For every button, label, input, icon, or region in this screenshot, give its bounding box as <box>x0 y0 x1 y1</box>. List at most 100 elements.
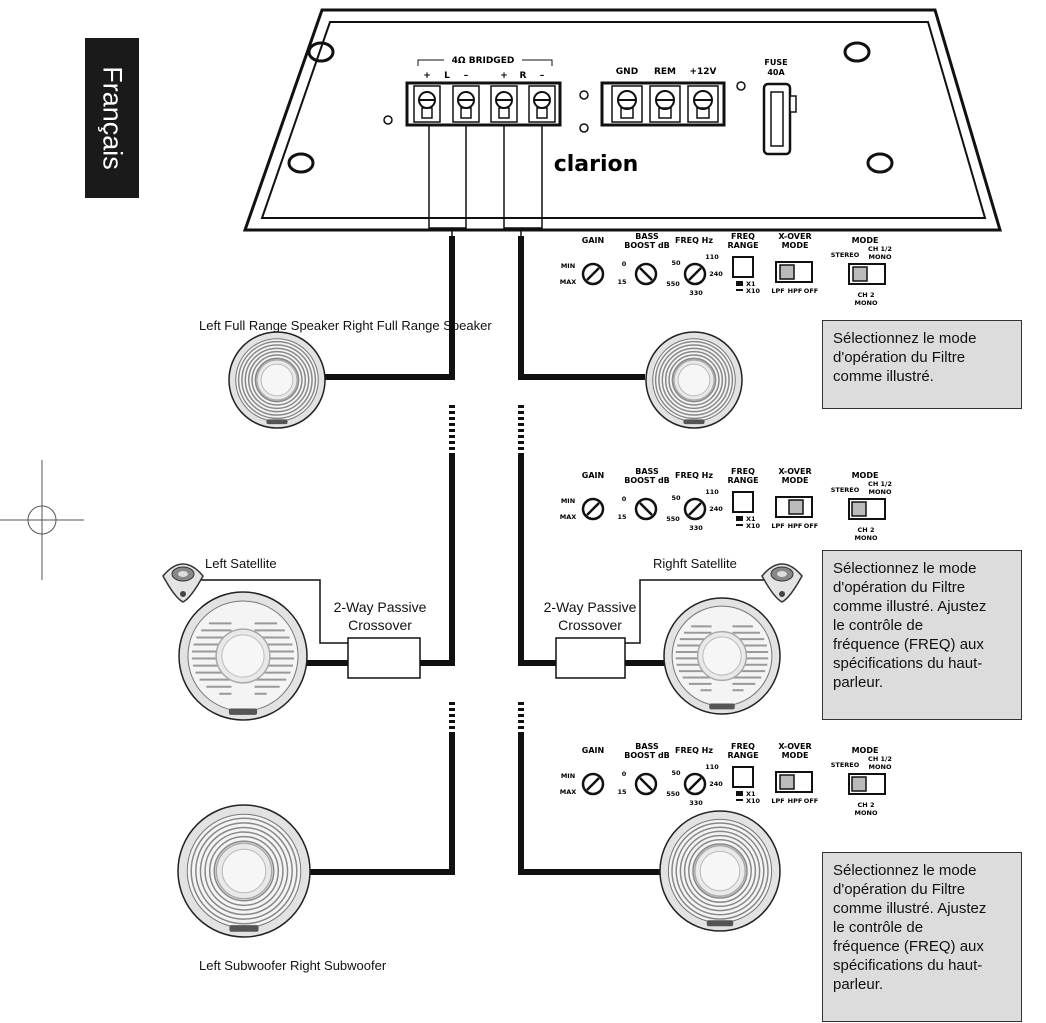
note-line: spécifications du haut- <box>833 655 983 672</box>
freq-240: 240 <box>709 270 723 278</box>
mode-ch2: CH 2 <box>858 801 875 809</box>
xover-mode-label: X-OVER <box>778 467 811 476</box>
gain-min: MIN <box>561 262 575 270</box>
bass-boost-label-2: BOOST dB <box>624 476 670 485</box>
note-line: d'opération du Filtre <box>833 579 966 596</box>
note-line: comme illustré. <box>833 368 934 385</box>
freq-110: 110 <box>705 763 719 771</box>
note-line: Sélectionnez le mode <box>833 560 977 577</box>
power-terminal-block <box>611 85 719 123</box>
mode-ch2-mono: MONO <box>855 534 878 542</box>
full-range-label: Left Full Range Speaker Right Full Range… <box>199 318 492 333</box>
terminal-screw-icon <box>413 85 441 123</box>
right-subwoofer-icon <box>659 810 781 932</box>
left-satellite-label: Left Satellite <box>205 556 277 571</box>
freq-range-label-2: RANGE <box>727 751 758 760</box>
gain-max: MAX <box>560 513 577 521</box>
gain-label: GAIN <box>582 471 604 480</box>
right-full-range-speaker-icon <box>645 331 743 429</box>
bass-0: 0 <box>622 260 627 268</box>
xover-mode-label-2: MODE <box>782 241 809 250</box>
gain-label: GAIN <box>582 746 604 755</box>
freq-50: 50 <box>671 259 681 267</box>
crossover-left-label: 2-Way Passive Crossover <box>325 598 435 634</box>
gain-min: MIN <box>561 497 575 505</box>
language-tab: Français <box>85 38 139 198</box>
range-x1: X1 <box>746 790 756 798</box>
xover-hpf: HPF <box>788 797 803 805</box>
mode-ch12-mono: MONO <box>869 488 892 496</box>
mode-ch12-mono: MONO <box>869 253 892 261</box>
bass-boost-label-2: BOOST dB <box>624 751 670 760</box>
range-x10: X10 <box>746 797 761 805</box>
fuse-label: FUSE <box>764 58 787 67</box>
terminal-screw-icon <box>452 85 480 123</box>
bass-15: 15 <box>617 788 627 796</box>
gain-max: MAX <box>560 278 577 286</box>
range-x10: X10 <box>746 287 761 295</box>
mode-label: MODE <box>852 746 879 755</box>
gain-label: GAIN <box>582 236 604 245</box>
freq-110: 110 <box>705 253 719 261</box>
xover-mode-label-2: MODE <box>782 476 809 485</box>
left-full-range-speaker-icon <box>228 331 326 429</box>
note-line: le contrôle de <box>833 919 924 936</box>
freq-240: 240 <box>709 505 723 513</box>
terminal-l-label: L <box>444 71 450 81</box>
mode-label: MODE <box>852 236 879 245</box>
freq-550: 550 <box>666 280 680 288</box>
bass-0: 0 <box>622 495 627 503</box>
subwoofer-label: Left Subwoofer Right Subwoofer <box>199 958 387 973</box>
crossover-right-line-1: 2-Way Passive <box>543 599 637 615</box>
range-x10: X10 <box>746 522 761 530</box>
speaker-cables <box>305 236 668 875</box>
fuse-icon <box>762 82 792 156</box>
note-line: le contrôle de <box>833 617 924 634</box>
terminal-screw-icon <box>611 85 643 123</box>
terminal-r-label: R <box>520 71 527 81</box>
xover-off: OFF <box>804 287 818 295</box>
mode-ch12: CH 1/2 <box>868 755 892 763</box>
left-satellite-woofer-icon <box>178 591 308 721</box>
freq-hz-label: FREQ Hz <box>675 236 713 245</box>
freq-hz-label: FREQ Hz <box>675 746 713 755</box>
terminal-rem: REM <box>654 67 676 77</box>
freq-330: 330 <box>689 799 703 807</box>
crossover-left-line-1: 2-Way Passive <box>333 599 427 615</box>
terminal-screw-icon <box>687 85 719 123</box>
note-line: comme illustré. Ajustez <box>833 598 987 615</box>
freq-range-label: FREQ <box>731 742 755 751</box>
mode-stereo: STEREO <box>831 251 860 259</box>
bass-0: 0 <box>622 770 627 778</box>
note-full-range: Sélectionnez le mode d'opération du Filt… <box>822 320 1022 409</box>
note-line: parleur. <box>833 976 884 993</box>
crossover-left-line-2: Crossover <box>348 617 412 633</box>
left-subwoofer-icon <box>177 804 311 938</box>
mode-ch2: CH 2 <box>858 526 875 534</box>
range-x1: X1 <box>746 515 756 523</box>
terminal-screw-icon <box>528 85 556 123</box>
terminal-r-plus: + <box>500 71 508 81</box>
cable-breaks <box>449 405 524 738</box>
range-x1: X1 <box>746 280 756 288</box>
mode-ch2: CH 2 <box>858 291 875 299</box>
crossover-right-line-2: Crossover <box>558 617 622 633</box>
amp-output-wires <box>428 125 543 236</box>
mode-ch12-mono: MONO <box>869 763 892 771</box>
satellite-wires <box>198 579 785 644</box>
fuse-rating: 40A <box>767 68 785 77</box>
xover-lpf: LPF <box>771 522 784 530</box>
freq-110: 110 <box>705 488 719 496</box>
terminal-screw-icon <box>649 85 681 123</box>
terminal-gnd: GND <box>616 67 638 77</box>
terminal-l-plus: + <box>423 71 431 81</box>
xover-off: OFF <box>804 797 818 805</box>
note-line: fréquence (FREQ) aux <box>833 938 984 955</box>
mode-ch12: CH 1/2 <box>868 245 892 253</box>
freq-240: 240 <box>709 780 723 788</box>
